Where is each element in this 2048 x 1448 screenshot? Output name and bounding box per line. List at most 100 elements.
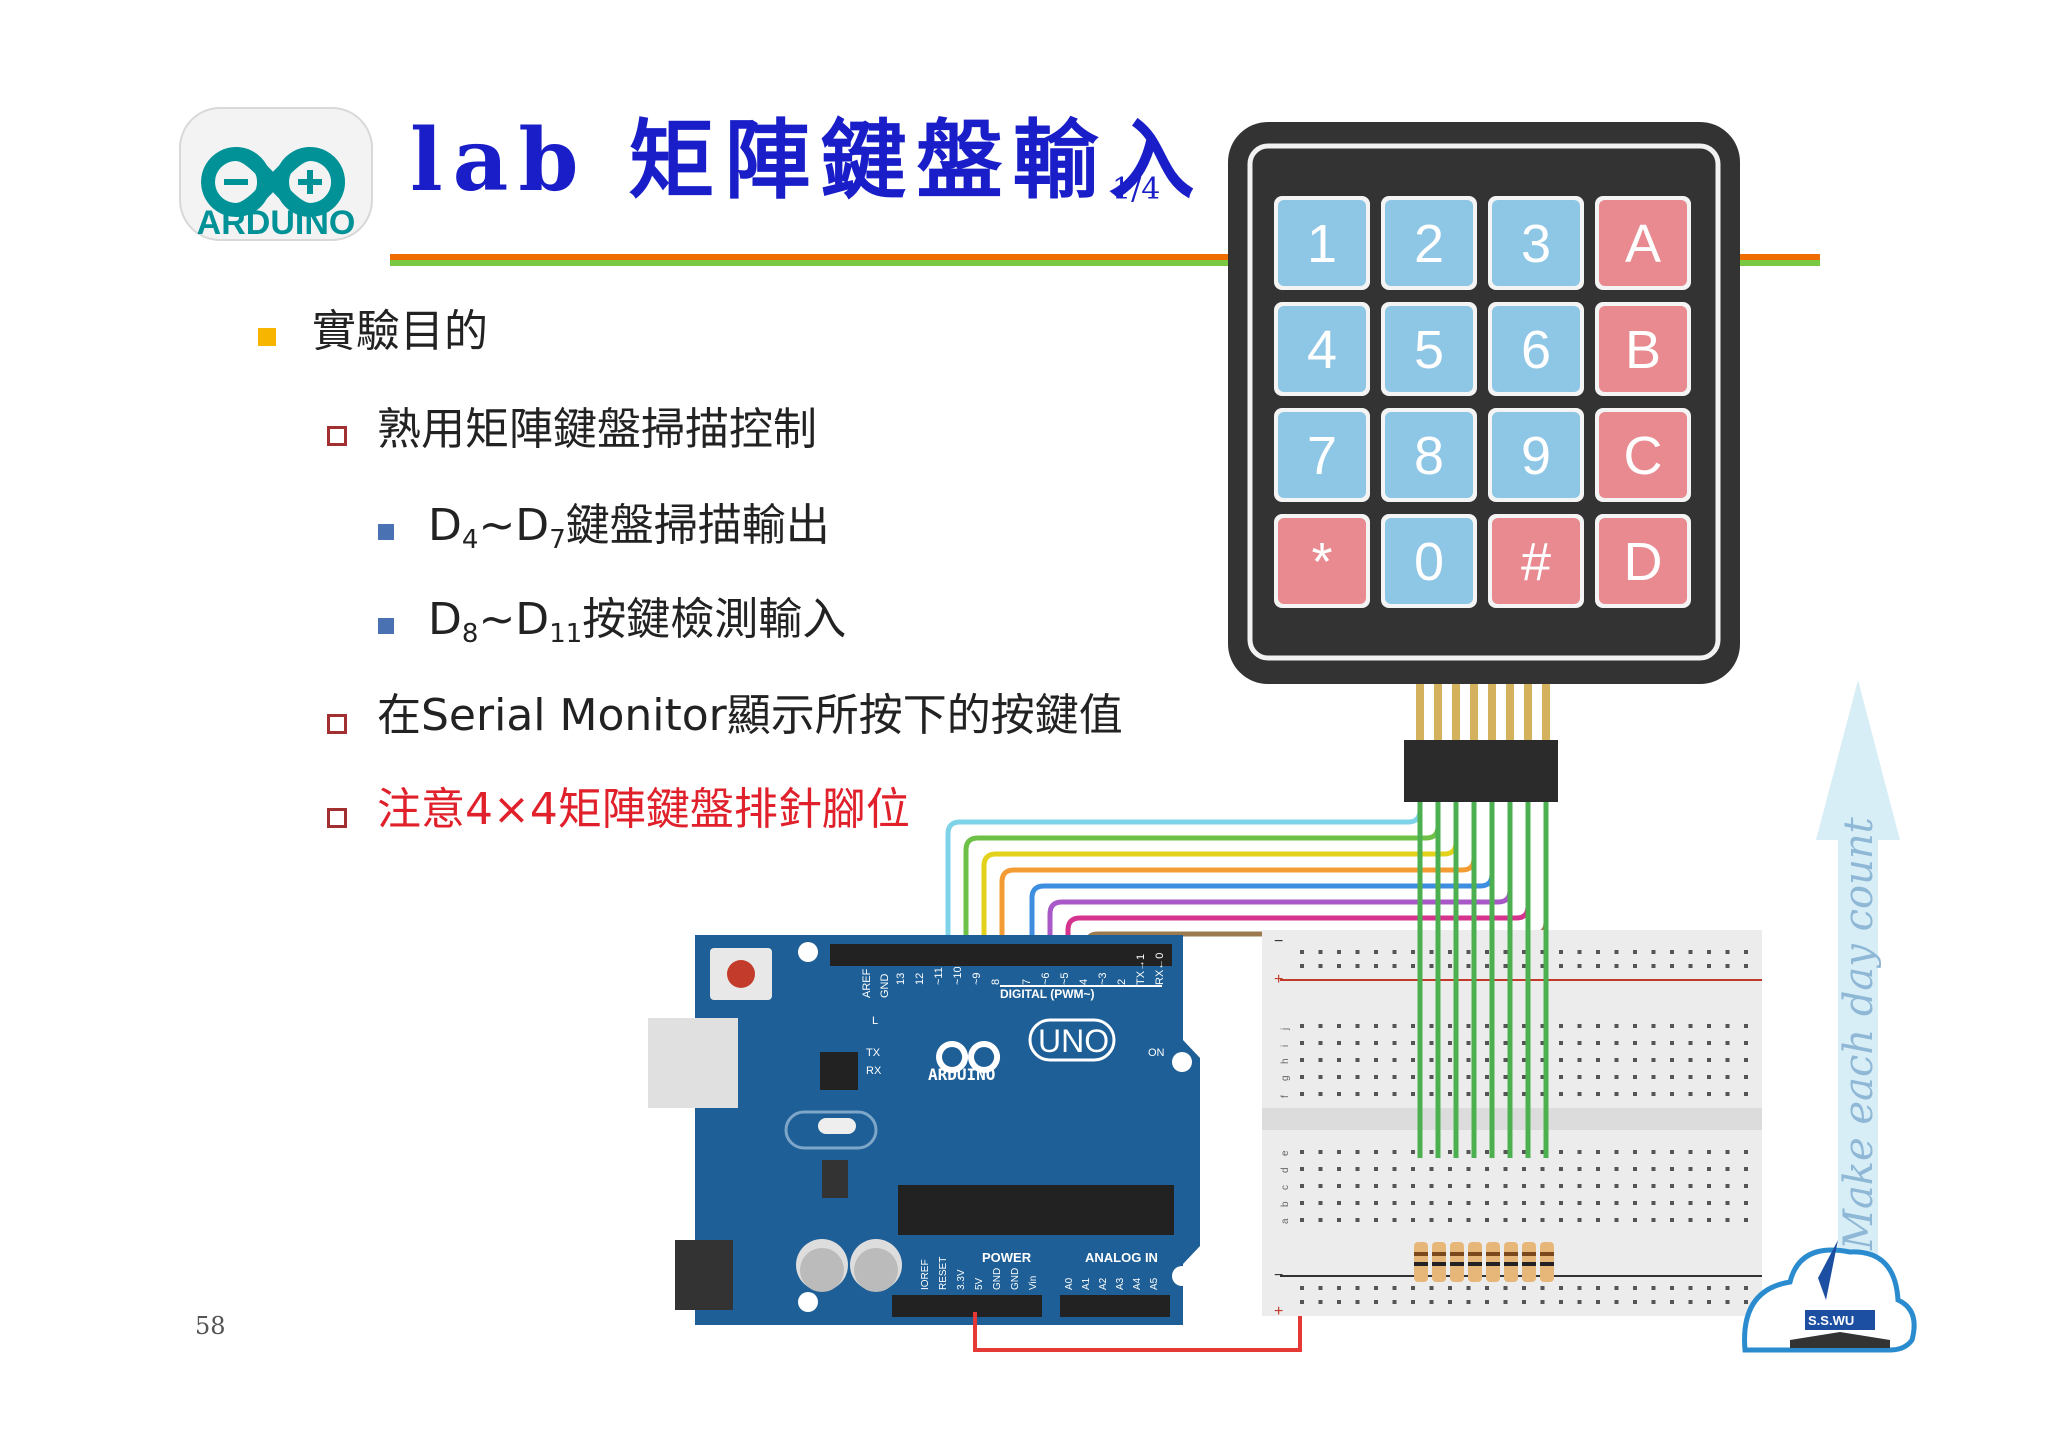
rail-hole	[1725, 964, 1730, 968]
breadboard-hole	[1614, 1201, 1619, 1205]
resistor-band	[1414, 1262, 1428, 1266]
resistor-band	[1486, 1252, 1500, 1256]
bullet-scan-control: 熟用矩陣鍵盤掃描控制	[377, 404, 817, 455]
resistor-band	[1414, 1252, 1428, 1256]
breadboard-hole	[1559, 1058, 1563, 1062]
breadboard-hole	[1466, 1075, 1471, 1079]
breadboard-hole	[1707, 1184, 1711, 1188]
breadboard-hole	[1318, 1184, 1323, 1188]
breadboard-hole	[1633, 1201, 1637, 1205]
breadboard-hole	[1651, 1075, 1656, 1079]
rail-hole	[1707, 1286, 1711, 1290]
digital-pin-label: 12	[914, 973, 926, 985]
rail-hole	[1596, 1300, 1600, 1304]
rail-hole	[1337, 964, 1341, 968]
breadboard-hole	[1337, 1184, 1341, 1188]
breadboard-hole	[1522, 1092, 1526, 1096]
keypad-key	[1599, 518, 1687, 604]
rail-hole	[1374, 1286, 1378, 1290]
breadboard-hole	[1300, 1075, 1304, 1079]
breadboard-hole	[1670, 1024, 1674, 1028]
rail-hole	[1448, 1300, 1452, 1304]
breadboard-hole	[1522, 1150, 1526, 1154]
breadboard-hole	[1707, 1218, 1711, 1222]
keypad-key	[1492, 518, 1580, 604]
breadboard-hole	[1577, 1075, 1582, 1079]
breadboard-hole	[1411, 1041, 1415, 1045]
breadboard-hole	[1337, 1201, 1341, 1205]
breadboard-hole	[1429, 1058, 1434, 1062]
breadboard-hole	[1707, 1092, 1711, 1096]
breadboard-hole	[1374, 1184, 1378, 1188]
resistor-band	[1540, 1262, 1554, 1266]
resistor-band	[1522, 1262, 1536, 1266]
breadboard-hole	[1485, 1184, 1489, 1188]
breadboard-hole	[1725, 1041, 1730, 1045]
title-stripe-orange	[390, 254, 1820, 260]
breadboard-hole	[1688, 1041, 1693, 1045]
arduino-logo: ARDUINO	[179, 107, 373, 242]
rail-hole	[1522, 1300, 1526, 1304]
rail-hole	[1318, 1300, 1323, 1304]
digital-pin-label: ~11	[933, 967, 945, 985]
analog-pin-label: A4	[1132, 1277, 1143, 1290]
breadboard-hole	[1522, 1201, 1526, 1205]
rail-hole	[1577, 1300, 1582, 1304]
breadboard-hole	[1466, 1041, 1471, 1045]
rail-hole	[1337, 1286, 1341, 1290]
rail-hole	[1392, 950, 1397, 954]
breadboard-hole	[1577, 1184, 1582, 1188]
breadboard-hole	[1670, 1092, 1674, 1096]
breadboard-hole	[1651, 1201, 1656, 1205]
rail-hole	[1522, 950, 1526, 954]
breadboard-hole	[1670, 1058, 1674, 1062]
page-title: lab 矩陣鍵盤輸入	[410, 110, 1205, 211]
rail-hole	[1688, 950, 1693, 954]
breadboard-hole	[1577, 1201, 1582, 1205]
keypad-key-label: 0	[1414, 532, 1444, 592]
rail-hole	[1596, 950, 1600, 954]
breadboard-hole	[1540, 1041, 1545, 1045]
breadboard-hole	[1559, 1041, 1563, 1045]
breadboard-hole	[1300, 1184, 1304, 1188]
breadboard-hole	[1448, 1075, 1452, 1079]
power-pin-label: 3.3V	[956, 1269, 967, 1290]
breadboard-hole	[1651, 1092, 1656, 1096]
rail-hole	[1725, 1300, 1730, 1304]
keypad-key	[1492, 412, 1580, 498]
digital-pin-label: 2	[1116, 979, 1128, 985]
breadboard-hole	[1485, 1201, 1489, 1205]
breadboard-hole	[1614, 1092, 1619, 1096]
title-stripe-green	[390, 260, 1820, 266]
breadboard-hole	[1596, 1041, 1600, 1045]
breadboard-hole	[1577, 1218, 1582, 1222]
rail-hole	[1374, 964, 1378, 968]
rail-hole	[1633, 1300, 1637, 1304]
breadboard-hole	[1577, 1150, 1582, 1154]
breadboard-hole	[1651, 1184, 1656, 1188]
breadboard-hole	[1355, 1041, 1360, 1045]
breadboard-hole	[1651, 1024, 1656, 1028]
rail-hole	[1355, 950, 1360, 954]
digital-label: DIGITAL (PWM~)	[1000, 987, 1095, 1001]
breadboard-hole	[1300, 1024, 1304, 1028]
breadboard-hole	[1522, 1218, 1526, 1222]
breadboard-hole	[1540, 1150, 1545, 1154]
breadboard-hole	[1411, 1092, 1415, 1096]
rail-hole	[1448, 964, 1452, 968]
keypad-key-label: A	[1625, 214, 1661, 274]
breadboard-hole	[1725, 1184, 1730, 1188]
rail-minus-bottom: −	[1274, 1267, 1283, 1284]
breadboard-hole	[1392, 1092, 1397, 1096]
rail-hole	[1374, 950, 1378, 954]
breadboard-hole	[1503, 1167, 1508, 1171]
breadboard-hole	[1744, 1092, 1748, 1096]
keypad-key-label: D	[1624, 532, 1663, 592]
power-pin-label: GND	[992, 1268, 1003, 1290]
bullet-objective: 實驗目的	[312, 306, 488, 357]
rail-hole	[1411, 1300, 1415, 1304]
breadboard-hole	[1429, 1024, 1434, 1028]
breadboard-hole	[1503, 1075, 1508, 1079]
breadboard-hole	[1633, 1184, 1637, 1188]
breadboard-hole	[1485, 1150, 1489, 1154]
